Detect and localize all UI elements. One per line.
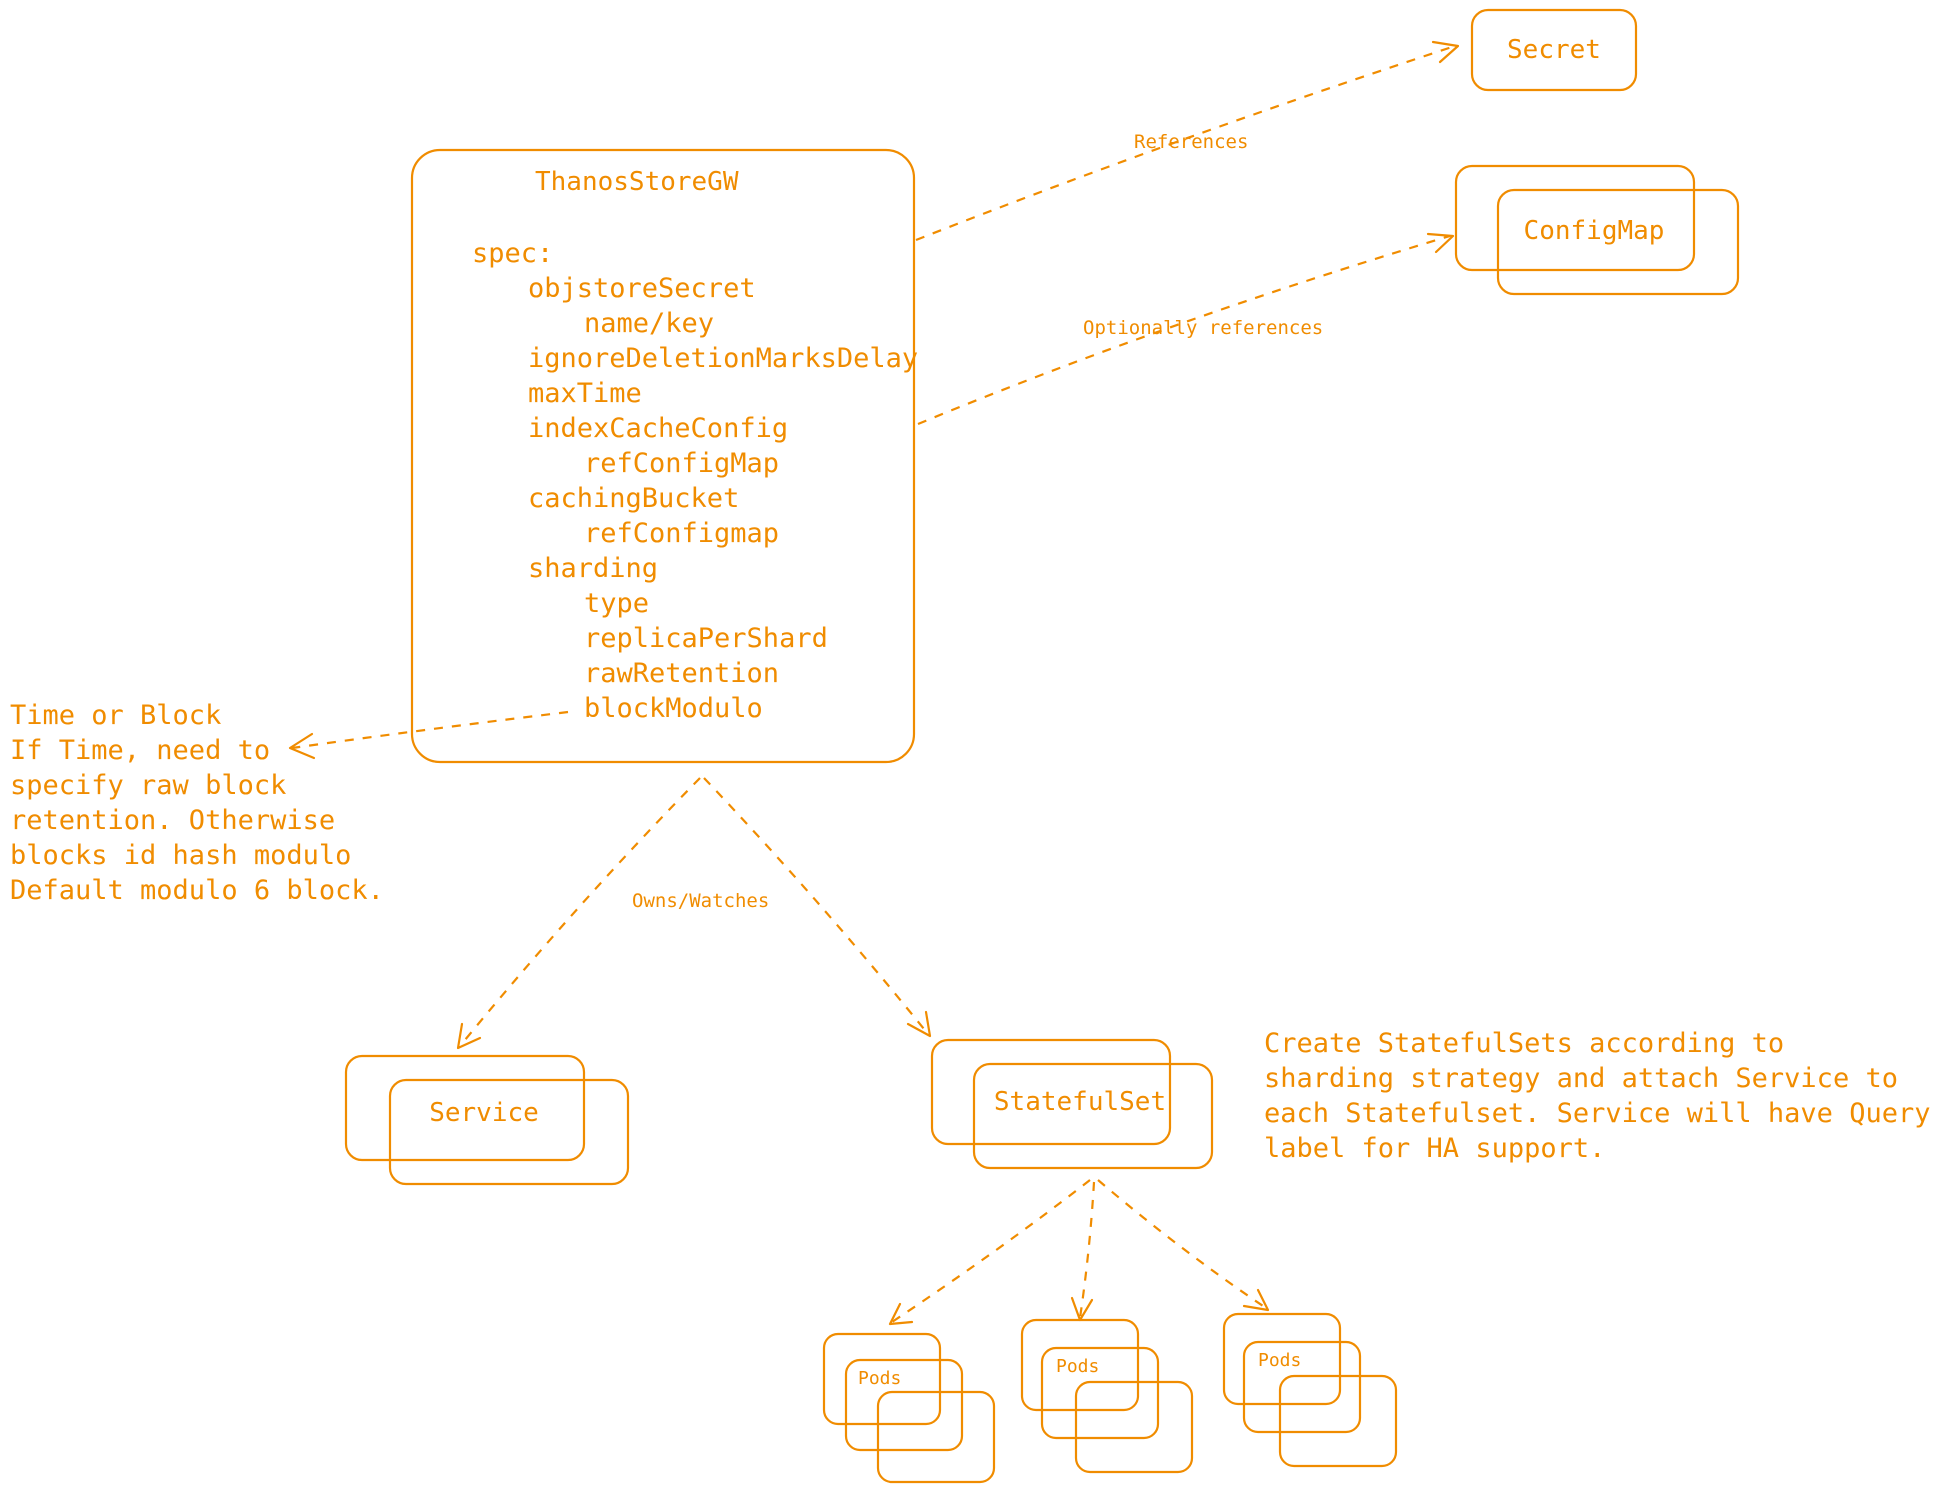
statefulset-pod-arrow — [1097, 1179, 1267, 1309]
note-line: blocks id hash modulo — [10, 840, 351, 871]
references-label: References — [1134, 131, 1248, 153]
configmap-back-box — [1454, 164, 1696, 272]
arrow-head — [888, 1302, 914, 1326]
spec-line: spec: — [472, 238, 553, 269]
service-node[interactable]: Service — [344, 1054, 630, 1186]
spec-line: rawRetention — [584, 658, 779, 689]
note-line: Time or Block — [10, 700, 221, 731]
pod-box — [1242, 1340, 1362, 1434]
thanos-store-gw-box — [410, 148, 916, 764]
spec-line: type — [584, 588, 649, 619]
pods-label: Pods — [858, 1368, 901, 1389]
pod-box — [822, 1332, 942, 1426]
statefulset-label: StatefulSet — [994, 1087, 1166, 1117]
note-line: Create StatefulSets according to — [1264, 1028, 1784, 1059]
note-line: each Statefulset. Service will have Quer… — [1264, 1098, 1948, 1129]
spec-line: replicaPerShard — [584, 623, 828, 654]
sharding-note-edge — [288, 710, 569, 760]
spec-line: maxTime — [528, 378, 642, 409]
spec-line: refConfigmap — [584, 518, 779, 549]
spec-line: blockModulo — [584, 693, 763, 724]
spec-line: ignoreDeletionMarksDelay — [528, 343, 918, 374]
configmap-label: ConfigMap — [1524, 216, 1665, 246]
spec-line: refConfigMap — [584, 448, 779, 479]
references-edge[interactable]: References — [915, 40, 1460, 242]
pods-node[interactable]: Pods — [822, 1332, 996, 1484]
spec-list: spec: objstoreSecret name/key ignoreDele… — [472, 238, 918, 724]
service-label: Service — [429, 1098, 539, 1128]
arrow-head — [906, 1010, 932, 1038]
note-line: sharding strategy and attach Service to — [1264, 1063, 1898, 1094]
arrow-head — [1431, 40, 1460, 64]
statefulset-pod-arrow — [1078, 1181, 1096, 1319]
optionally-references-label: Optionally references — [1083, 317, 1323, 339]
service-front-box — [388, 1078, 630, 1186]
statefulset-node[interactable]: StatefulSet — [930, 1038, 1214, 1170]
owns-watches-statefulset-arrow — [703, 777, 929, 1035]
statefulset-pods-edges — [888, 1179, 1270, 1326]
pods-label: Pods — [1258, 1350, 1301, 1371]
configmap-front-box — [1496, 188, 1740, 296]
pod-box — [876, 1390, 996, 1484]
pod-box — [1074, 1380, 1194, 1474]
note-line: specify raw block — [10, 770, 286, 801]
secret-node[interactable]: Secret — [1470, 8, 1638, 92]
statefulset-note: Create StatefulSets according to shardin… — [1264, 1028, 1948, 1164]
spec-line: sharding — [528, 553, 658, 584]
pod-box — [1040, 1346, 1160, 1440]
owns-watches-service-edge[interactable] — [456, 777, 701, 1050]
statefulset-pod-arrow — [891, 1179, 1091, 1323]
statefulset-front-box — [972, 1062, 1214, 1170]
references-arrow — [915, 44, 1456, 242]
service-back-box — [344, 1054, 586, 1162]
spec-line: name/key — [584, 308, 714, 339]
arrow-head — [288, 732, 316, 760]
owns-watches-service-arrow — [459, 777, 701, 1047]
statefulset-back-box — [930, 1038, 1172, 1146]
thanos-store-gw-title: ThanosStoreGW — [535, 167, 739, 197]
pods-node[interactable]: Pods — [1222, 1312, 1398, 1468]
note-line: retention. Otherwise — [10, 805, 335, 836]
owns-watches-label: Owns/Watches — [632, 890, 769, 912]
arrow-head — [1242, 1288, 1270, 1312]
pod-box — [1222, 1312, 1342, 1406]
note-line: Default modulo 6 block. — [10, 875, 384, 906]
sharding-note: Time or Block If Time, need to specify r… — [10, 700, 384, 906]
arrow-head — [1070, 1296, 1094, 1322]
secret-label: Secret — [1507, 35, 1601, 65]
note-line: If Time, need to — [10, 735, 270, 766]
spec-line: indexCacheConfig — [528, 413, 788, 444]
configmap-node[interactable]: ConfigMap — [1454, 164, 1740, 296]
pods-label: Pods — [1056, 1356, 1099, 1377]
spec-line: cachingBucket — [528, 483, 739, 514]
owns-watches-statefulset-edge[interactable]: Owns/Watches — [632, 777, 932, 1038]
note-line: label for HA support. — [1264, 1133, 1605, 1164]
thanos-store-gw-node[interactable]: ThanosStoreGW spec: objstoreSecret name/… — [410, 148, 918, 764]
arrow-head — [1426, 232, 1455, 254]
arrow-head — [456, 1022, 482, 1050]
pods-node[interactable]: Pods — [1020, 1318, 1194, 1474]
spec-line: objstoreSecret — [528, 273, 756, 304]
sharding-note-arrow — [291, 710, 569, 750]
secret-box — [1470, 8, 1638, 92]
pod-box — [1278, 1374, 1398, 1468]
optionally-references-arrow — [917, 234, 1451, 426]
pod-box — [844, 1358, 964, 1452]
optionally-references-edge[interactable]: Optionally references — [917, 232, 1455, 426]
